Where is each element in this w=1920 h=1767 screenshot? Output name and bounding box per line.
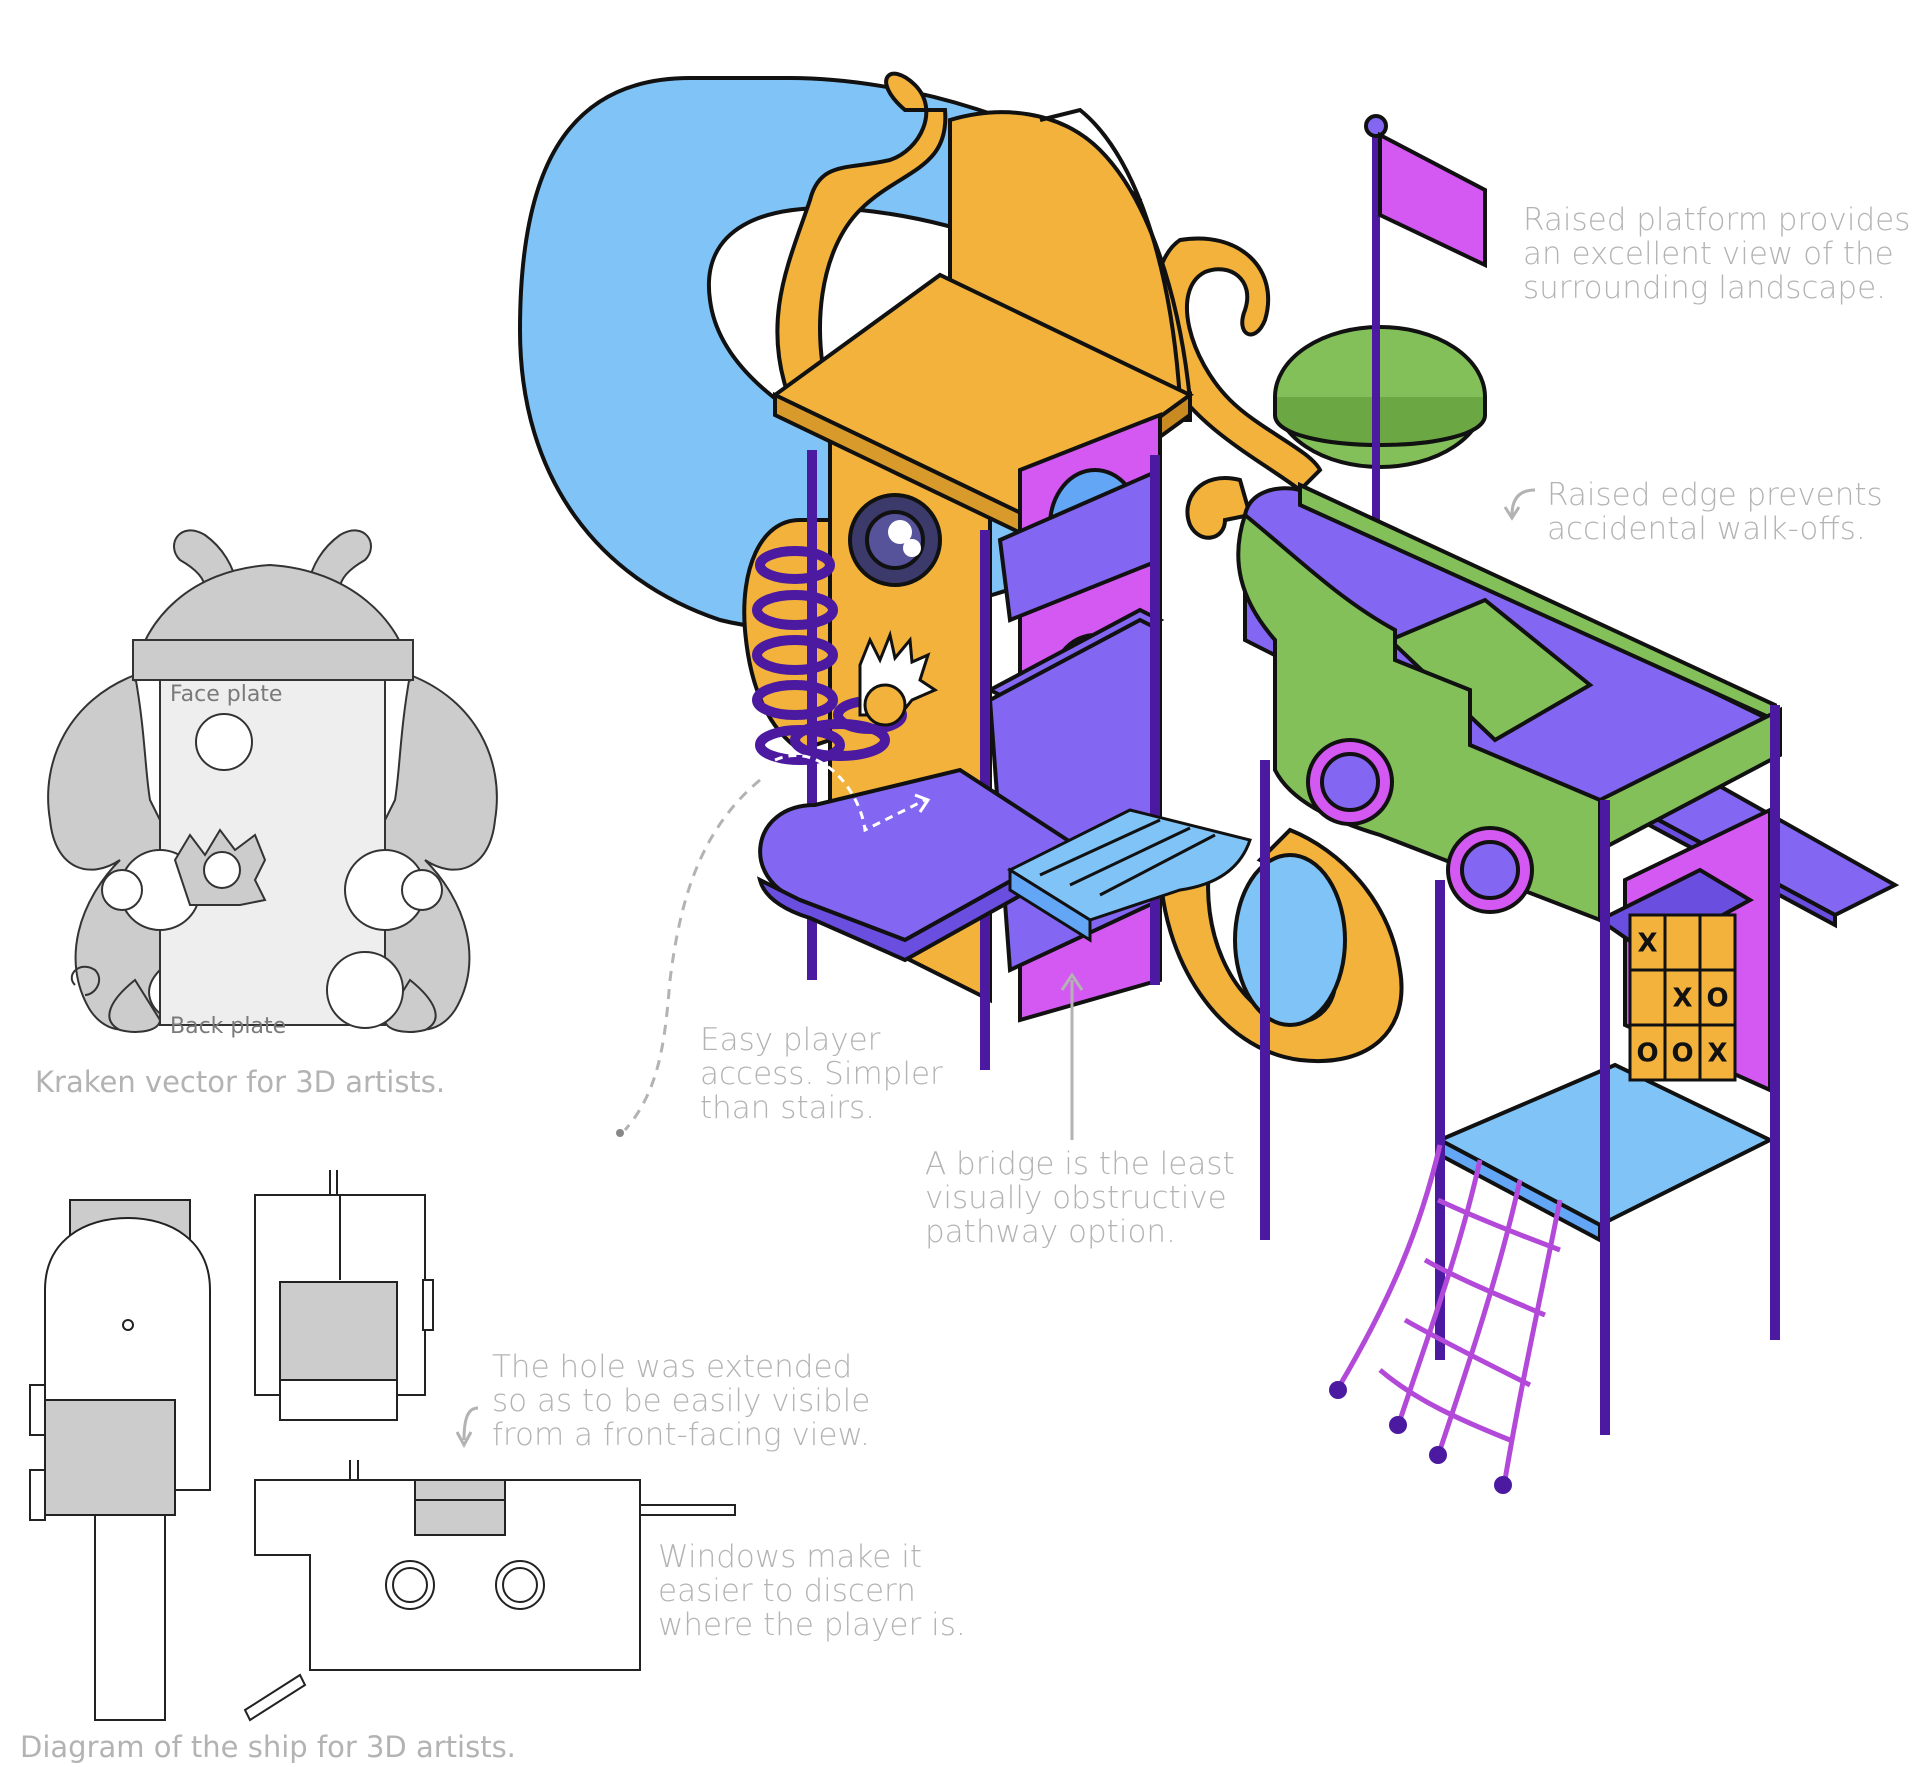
jump-arrow (774, 753, 931, 833)
green-ship (1236, 481, 1900, 929)
spiral-spring (752, 546, 907, 765)
note-hole-extended: The hole was extended so as to be easily… (492, 1349, 871, 1453)
ship-side-view (254, 1170, 434, 1421)
ship-diagram-caption: Diagram of the ship for 3D artists. (20, 1730, 516, 1764)
blue-bridge (1006, 808, 1252, 943)
note-bridge: A bridge is the least visually obstructi… (925, 1146, 1235, 1250)
tic-tac-toe-mark: X (1707, 1039, 1727, 1069)
back-plate-label: Back plate (170, 1014, 287, 1039)
tic-tac-toe-mark: O (1671, 1039, 1693, 1069)
tic-tac-toe-mark: O (1636, 1039, 1658, 1069)
note-raised-edge: Raised edge prevents accidental walk-off… (1547, 477, 1883, 547)
tic-tac-toe-mark: X (1637, 929, 1657, 959)
kraken-vector (47, 529, 498, 1033)
kraken-mouth (858, 629, 939, 727)
tic-tac-toe-mark: X (1672, 984, 1692, 1014)
note-raised-platform: Raised platform provides an excellent vi… (1523, 202, 1911, 306)
ship-front-view (243, 1460, 736, 1722)
annotation-arrows (455, 488, 1536, 1449)
tic-tac-toe-mark: O (1706, 984, 1728, 1014)
ship-top-view (29, 1199, 211, 1721)
note-windows: Windows make it easier to discern where … (658, 1539, 966, 1643)
climbing-net (1337, 1144, 1563, 1481)
note-easy-access: Easy player access. Simpler than stairs. (700, 1022, 943, 1126)
kraken-caption: Kraken vector for 3D artists. (35, 1065, 446, 1099)
net-weights (1329, 1381, 1512, 1494)
face-plate-label: Face plate (170, 682, 283, 707)
